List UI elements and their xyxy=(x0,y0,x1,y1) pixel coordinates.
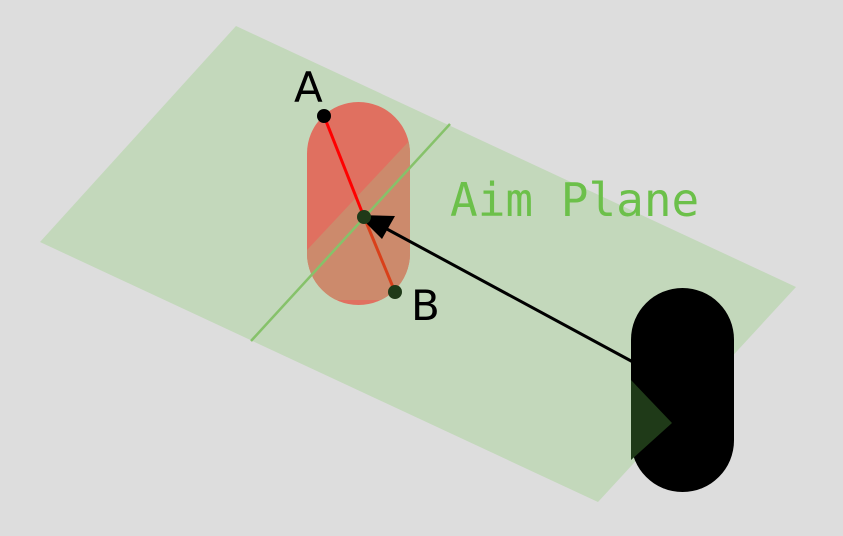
label-aim-plane: Aim Plane xyxy=(450,173,699,227)
label-point-a: A xyxy=(294,63,323,112)
point-a xyxy=(317,109,331,123)
shooter-shadow xyxy=(631,380,672,460)
label-point-b: B xyxy=(411,281,440,330)
point-midpoint xyxy=(357,210,371,224)
point-b xyxy=(388,285,402,299)
segment-mid-to-b xyxy=(362,216,397,293)
segment-a-to-mid xyxy=(322,115,366,218)
aim-arrow-shaft xyxy=(384,226,634,364)
plane-intersection-line xyxy=(250,123,451,342)
shooter-capsule xyxy=(631,288,734,492)
aim-plane xyxy=(40,26,796,502)
